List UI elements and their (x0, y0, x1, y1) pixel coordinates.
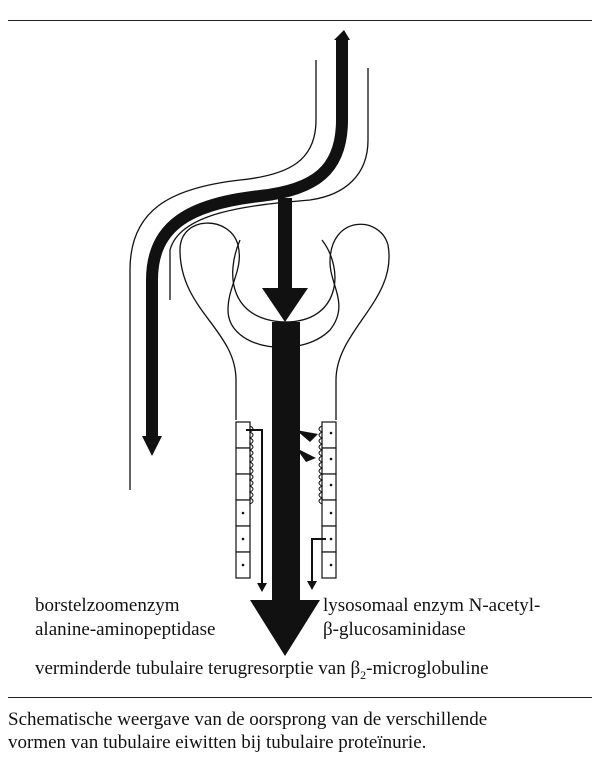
bottom-label-suffix: -microglobuline (366, 658, 489, 679)
glomerulus (232, 239, 336, 323)
blood-flow-arrow (146, 40, 348, 440)
cell-nucleus (329, 483, 333, 487)
right-cell-nuclei (329, 431, 333, 567)
cell-nucleus (329, 563, 333, 567)
right-tubule-cells (321, 421, 337, 579)
left-cell (235, 447, 251, 475)
caption-line1: Schematische weergave van de oorsprong v… (8, 709, 488, 730)
top-arrow-tip (334, 30, 350, 40)
left-tubule-cells (235, 421, 251, 579)
left-microvilli (248, 425, 254, 505)
right-label-line1: lysosomaal enzym N-acetyl- (323, 595, 541, 616)
tubular-flow-arrowhead (250, 600, 320, 656)
right-label-line2: β-glucosaminidase (323, 619, 466, 640)
cell-nucleus (329, 511, 333, 515)
right-cell (321, 499, 337, 527)
cell-nucleus (241, 537, 245, 541)
top-rule (8, 20, 592, 21)
left-enzyme-arrowhead (257, 583, 267, 592)
cell-nucleus (329, 431, 333, 435)
cell-nucleus (241, 511, 245, 515)
filtration-arrowhead (262, 288, 308, 322)
reabsorption-arrow-2 (296, 448, 316, 462)
cell-nucleus (241, 563, 245, 567)
left-cell-nuclei (241, 511, 245, 567)
reabsorption-arrow-1 (296, 430, 318, 442)
bottom-label: verminderde tubulaire terugresorptie van… (35, 657, 489, 687)
vessel-wall-inner (169, 68, 369, 300)
caption-line2: vormen van tubulaire eiwitten bij tubula… (8, 732, 427, 753)
left-cell (235, 421, 251, 449)
right-cell (321, 551, 337, 579)
bottom-label-prefix: verminderde tubulaire terugresorptie van… (35, 658, 361, 679)
left-cell (235, 473, 251, 501)
left-label-line1: borstelzoomenzym (35, 595, 180, 616)
cell-nucleus (329, 457, 333, 461)
tubular-flow (272, 322, 300, 602)
right-enzyme-arrow (311, 538, 326, 583)
blood-flow-arrowhead (142, 436, 162, 456)
caption-rule (8, 697, 592, 698)
left-enzyme-arrow (246, 429, 263, 585)
right-cell (321, 447, 337, 475)
right-microvilli (318, 425, 324, 505)
right-cell (321, 473, 337, 501)
cell-nucleus (329, 537, 333, 541)
left-label-line2: alanine-aminopeptidase (35, 619, 216, 640)
right-cell (321, 421, 337, 449)
vessel-wall-outer (129, 60, 317, 490)
bottom-label-subscript: 2 (360, 667, 367, 682)
right-enzyme-arrowhead (307, 581, 317, 590)
